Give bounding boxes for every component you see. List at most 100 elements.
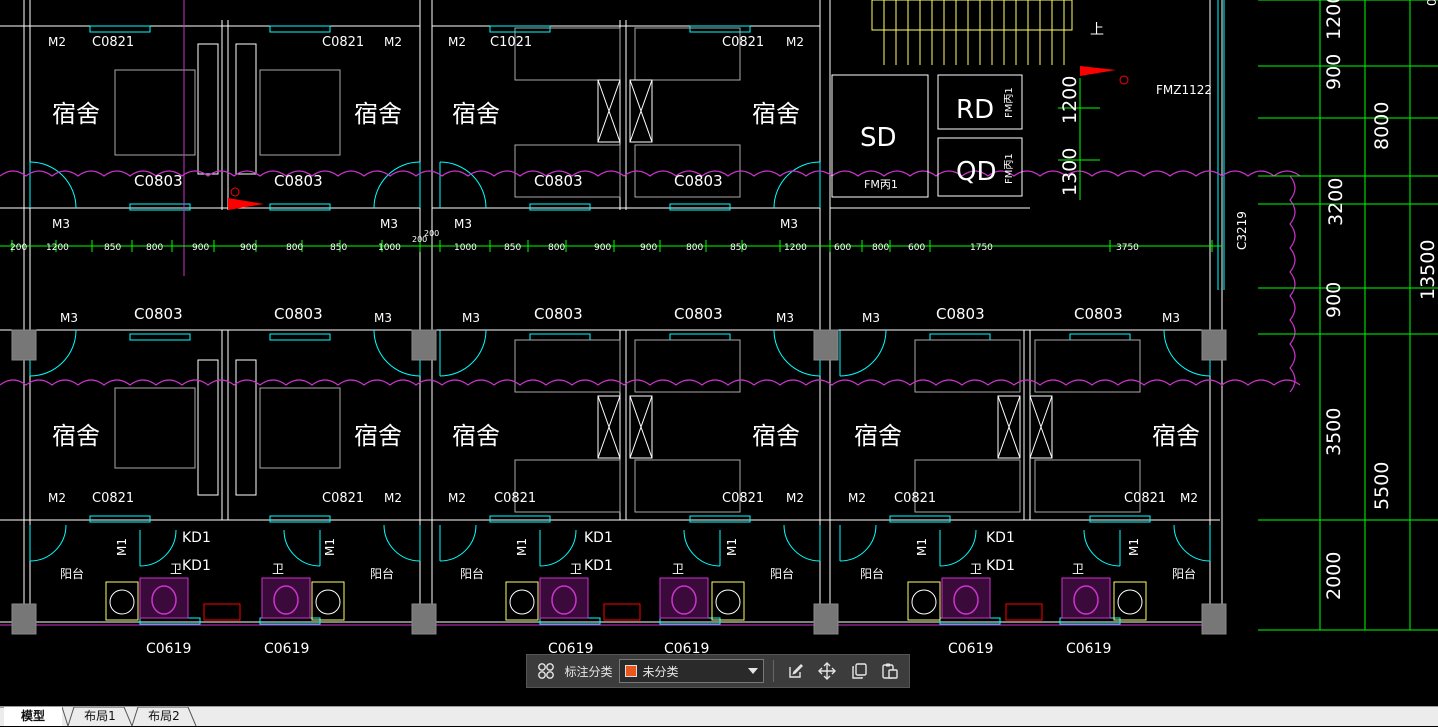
door-label: M3 <box>780 217 798 231</box>
structural-column <box>11 603 37 635</box>
structural-column <box>411 603 437 635</box>
basin-bowl <box>911 589 937 615</box>
room-label-dorm: 宿舍 <box>854 422 902 450</box>
door-label: M2 <box>448 35 466 49</box>
equipment-label-qd: QD <box>956 157 997 187</box>
move-button[interactable] <box>814 658 840 684</box>
door-label: M3 <box>52 217 70 231</box>
room-label-wc: 卫 <box>570 562 582 576</box>
bunk-bed-outline <box>514 144 621 198</box>
door-label: FM丙1 <box>864 178 898 191</box>
grid-menu-button[interactable] <box>533 658 559 684</box>
wardrobe <box>997 395 1021 459</box>
door-label: M1 <box>725 538 739 556</box>
equipment-label-rd: RD <box>956 95 994 125</box>
window-symbol <box>889 515 951 523</box>
room-label-wc: 卫 <box>1072 562 1084 576</box>
structural-column <box>1201 603 1227 635</box>
door-label: M2 <box>1180 491 1198 505</box>
door-label: M1 <box>1127 538 1141 556</box>
washbasin <box>1113 581 1147 621</box>
tab-layout-1[interactable]: 布局1 <box>84 709 116 723</box>
dimension-value: 0 <box>1425 0 1438 6</box>
basin-bowl <box>715 589 741 615</box>
window-symbol <box>269 203 331 211</box>
bunk-bed-outline <box>914 459 1021 513</box>
dimension-value: 2000 <box>1323 552 1345 600</box>
window-label: C0821 <box>722 491 764 506</box>
category-select[interactable]: 未分类 <box>618 659 764 683</box>
door-swing <box>839 524 877 562</box>
door-label: M2 <box>48 35 66 49</box>
room-label-wc: 卫 <box>672 562 684 576</box>
door-swing <box>683 529 721 567</box>
window-label: C0803 <box>534 172 583 190</box>
bed-outline <box>114 69 196 156</box>
window-symbol <box>539 617 601 625</box>
window-label: C0821 <box>1124 491 1166 506</box>
bed-outline <box>114 387 196 469</box>
structural-column <box>813 603 839 635</box>
dimension-value: 800 <box>548 243 565 253</box>
floor-plan-drawing[interactable]: 宿舍宿舍宿舍宿舍宿舍宿舍宿舍宿舍宿舍宿舍阳台阳台阳台阳台阳台阳台卫卫卫卫卫卫C0… <box>0 0 1438 706</box>
door-label: FM丙1 <box>1004 87 1015 118</box>
room-label-balcony: 阳台 <box>370 566 394 581</box>
edit-annotation-button[interactable] <box>783 658 809 684</box>
red-marker <box>1080 66 1116 76</box>
window-label: C0619 <box>1066 641 1111 657</box>
window-symbol <box>1089 515 1151 523</box>
dimension-value: 3200 <box>1325 178 1347 226</box>
window-label: C0821 <box>322 35 364 50</box>
tab-model[interactable]: 模型 <box>4 707 62 726</box>
window-symbol <box>1059 617 1121 625</box>
window-label: C0803 <box>274 305 323 323</box>
window-label: C0619 <box>264 641 309 657</box>
dimension-value: 900 <box>1323 54 1345 90</box>
dimension-value: 850 <box>730 243 747 253</box>
door-swing <box>29 329 77 377</box>
wardrobe-cross <box>1029 395 1053 459</box>
door-label: M3 <box>462 311 480 325</box>
door-label: M2 <box>48 491 66 505</box>
bunk-bed-outline <box>634 459 741 513</box>
tab-outline <box>0 707 197 727</box>
category-color-swatch <box>624 665 637 677</box>
dimension-value: 800 <box>686 243 703 253</box>
door-swing <box>439 329 487 377</box>
window-symbol <box>139 617 201 625</box>
wardrobe-cross <box>997 395 1021 459</box>
window-symbol <box>269 25 331 33</box>
toilet-bowl <box>671 585 697 615</box>
desk <box>235 359 257 496</box>
window-symbol <box>669 333 731 341</box>
paste-button[interactable] <box>878 658 904 684</box>
door-label: M3 <box>454 217 472 231</box>
dimension-value: 850 <box>104 243 121 253</box>
window-symbol <box>129 203 191 211</box>
window-label: C0803 <box>134 172 183 190</box>
door-label: M1 <box>515 538 529 556</box>
door-swing <box>1163 329 1211 377</box>
grid-icon <box>537 663 554 679</box>
door-swing <box>29 524 67 562</box>
door-swing <box>773 161 821 209</box>
window-label: C0803 <box>1074 305 1123 323</box>
chevron-down-icon <box>747 668 758 674</box>
room-label-balcony: 阳台 <box>860 566 884 581</box>
tab-layout-2[interactable]: 布局2 <box>148 709 180 723</box>
bunk-bed-outline <box>634 339 741 393</box>
door-label: M1 <box>915 538 929 556</box>
wardrobe-cross <box>629 395 653 459</box>
window-label: C0803 <box>274 172 323 190</box>
equipment-label-kd: KD1 <box>986 558 1015 574</box>
window-label: C0821 <box>494 491 536 506</box>
copy-button[interactable] <box>846 658 872 684</box>
window-symbol <box>259 617 321 625</box>
dimension-value: 900 <box>640 243 657 253</box>
desk <box>235 43 257 175</box>
dimension-value: 1200 <box>1059 76 1081 124</box>
bunk-bed-outline <box>514 339 621 393</box>
basin-bowl <box>109 589 135 615</box>
move-icon <box>818 662 837 680</box>
